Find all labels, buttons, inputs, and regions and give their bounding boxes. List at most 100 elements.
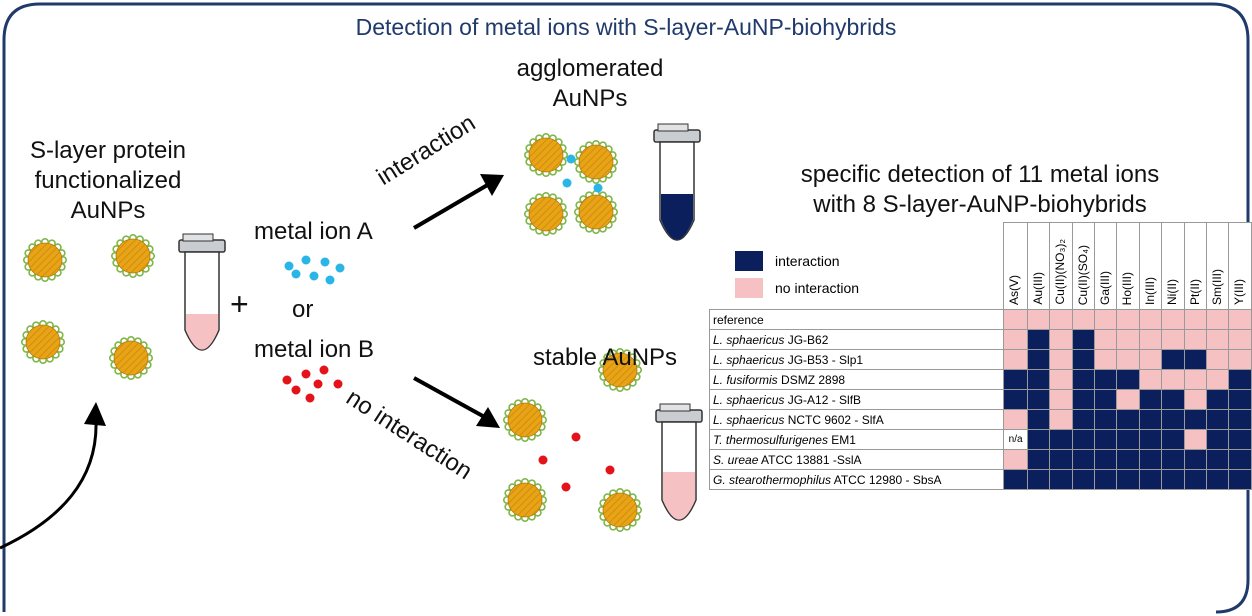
cell-interaction: [1071, 349, 1096, 370]
cell-interaction: [1071, 469, 1096, 490]
cell-interaction: [1183, 469, 1208, 490]
cell-interaction: [1071, 409, 1096, 430]
tube-initial: [178, 233, 226, 351]
cell-interaction: [1116, 449, 1140, 470]
cell-interaction: [1026, 349, 1051, 370]
ion-a-bridge-1: [566, 154, 576, 164]
column-header: Ho(III): [1116, 222, 1140, 310]
cell-interaction: [1183, 449, 1208, 470]
cell-no-interaction: [1049, 329, 1073, 350]
column-header: Ga(III): [1093, 222, 1118, 310]
cell-interaction: [1071, 429, 1096, 450]
curved-arrow: [0, 419, 98, 550]
aunp-stable-3: [502, 477, 547, 522]
cell-no-interaction: [1003, 309, 1028, 330]
aunp-functionalized-2: [111, 234, 156, 278]
table-row: L. sphaericus JG-B53 - Slp1: [708, 349, 1252, 370]
cell-interaction: [1138, 409, 1163, 430]
row-label: L. sphaericus JG-A12 - SlfB: [708, 389, 1005, 410]
aunp-stable-1: [502, 397, 547, 442]
cell-interaction: [1206, 409, 1230, 430]
cell-interaction: [1026, 329, 1051, 350]
cell-no-interaction: [1093, 309, 1118, 330]
cell-interaction: [1228, 469, 1252, 490]
cell-interaction: [1228, 409, 1252, 430]
cell-no-interaction: [1206, 329, 1230, 350]
column-header: In(III): [1138, 222, 1163, 310]
cell-interaction: [1093, 469, 1118, 490]
cell-interaction: [1228, 449, 1252, 470]
table-row: S. ureae ATCC 13881 -SslA: [708, 449, 1252, 470]
aunp-functionalized-1: [22, 238, 67, 282]
interaction-arrow-head: [480, 174, 504, 196]
cell-interaction: [1093, 389, 1118, 410]
cell-interaction: [1206, 389, 1230, 410]
aunp-agglomerated-4: [573, 190, 618, 235]
cell-no-interaction: [1206, 349, 1230, 370]
table-row: L. sphaericus NCTC 9602 - SlfA: [708, 409, 1252, 430]
ion-b-dot-3: [319, 365, 329, 375]
aunp-stable-2: [597, 347, 642, 392]
ion-a-dot-2: [301, 255, 311, 265]
ion-b-dot-5: [313, 379, 323, 389]
ion-b-dot-6: [333, 379, 343, 389]
cell-interaction: [1116, 469, 1140, 490]
column-header-label: Pt(II): [1187, 279, 1202, 305]
cell-interaction: [1093, 369, 1118, 390]
ion-b-free-dot-1: [571, 432, 581, 442]
legend: interaction no interaction: [735, 247, 859, 301]
cell-no-interaction: [1116, 389, 1140, 410]
cell-interaction: [1026, 409, 1051, 430]
row-label: T. thermosulfurigenes EM1: [708, 429, 1005, 450]
column-header: Ni(II): [1161, 222, 1185, 310]
nanoparticles: [20, 133, 642, 532]
cell-interaction: [1026, 429, 1051, 450]
row-label: L. sphaericus NCTC 9602 - SlfA: [708, 409, 1005, 430]
cell-interaction: [1161, 469, 1185, 490]
row-label: S. ureae ATCC 13881 -SslA: [708, 449, 1005, 470]
legend-swatch-no-interaction: [735, 277, 763, 298]
cell-interaction: [1206, 429, 1230, 450]
column-header: Sm(III): [1206, 222, 1230, 310]
aunp-agglomerated-3: [523, 192, 568, 237]
cell-interaction: [1206, 469, 1230, 490]
cell-interaction: [1049, 449, 1073, 470]
aunp-agglomerated-2: [573, 140, 618, 185]
row-label: L. sphaericus JG-B62: [708, 329, 1005, 350]
ion-b-free-dot-2: [538, 455, 548, 465]
legend-item-interaction: interaction: [735, 247, 859, 274]
cell-interaction: [1206, 449, 1230, 470]
table-row: G. stearothermophilus ATCC 12980 - SbsA: [708, 469, 1252, 490]
table-row: L. sphaericus JG-B62: [708, 329, 1252, 350]
cell-interaction: [1026, 449, 1051, 470]
plus-sign: +: [230, 286, 249, 322]
column-header: Au(III): [1026, 222, 1051, 310]
curved-arrow-head: [84, 402, 106, 426]
cell-interaction: [1228, 369, 1252, 390]
column-header-label: Cu(II)(SO₄): [1075, 244, 1090, 305]
cell-no-interaction: [1049, 349, 1073, 370]
diagram-title: Detection of metal ions with S-layer-AuN…: [355, 14, 897, 40]
tube-agglomerated: [653, 123, 701, 241]
cell-interaction: [1026, 369, 1051, 390]
cell-na: n/a: [1003, 429, 1028, 450]
cell-interaction: [1003, 389, 1028, 410]
legend-swatch-interaction: [735, 250, 763, 271]
cell-no-interaction: [1138, 349, 1163, 370]
cell-no-interaction: [1003, 329, 1028, 350]
aunp-functionalized-3: [20, 319, 65, 364]
ion-a-bridge-2: [562, 178, 572, 188]
stable-aunps-label: stable AuNPs: [532, 344, 678, 371]
column-header: Pt(II): [1183, 222, 1208, 310]
or-label: or: [292, 296, 314, 323]
column-header-label: Sm(III): [1210, 269, 1225, 305]
column-header-label: Cu(II)(NO₃)₂: [1053, 239, 1068, 305]
column-header: As(V): [1003, 222, 1028, 310]
cell-no-interaction: [1161, 309, 1185, 330]
ion-b-dot-7: [305, 393, 315, 403]
cell-interaction: [1161, 409, 1185, 430]
legend-item-no-interaction: no interaction: [735, 274, 859, 301]
